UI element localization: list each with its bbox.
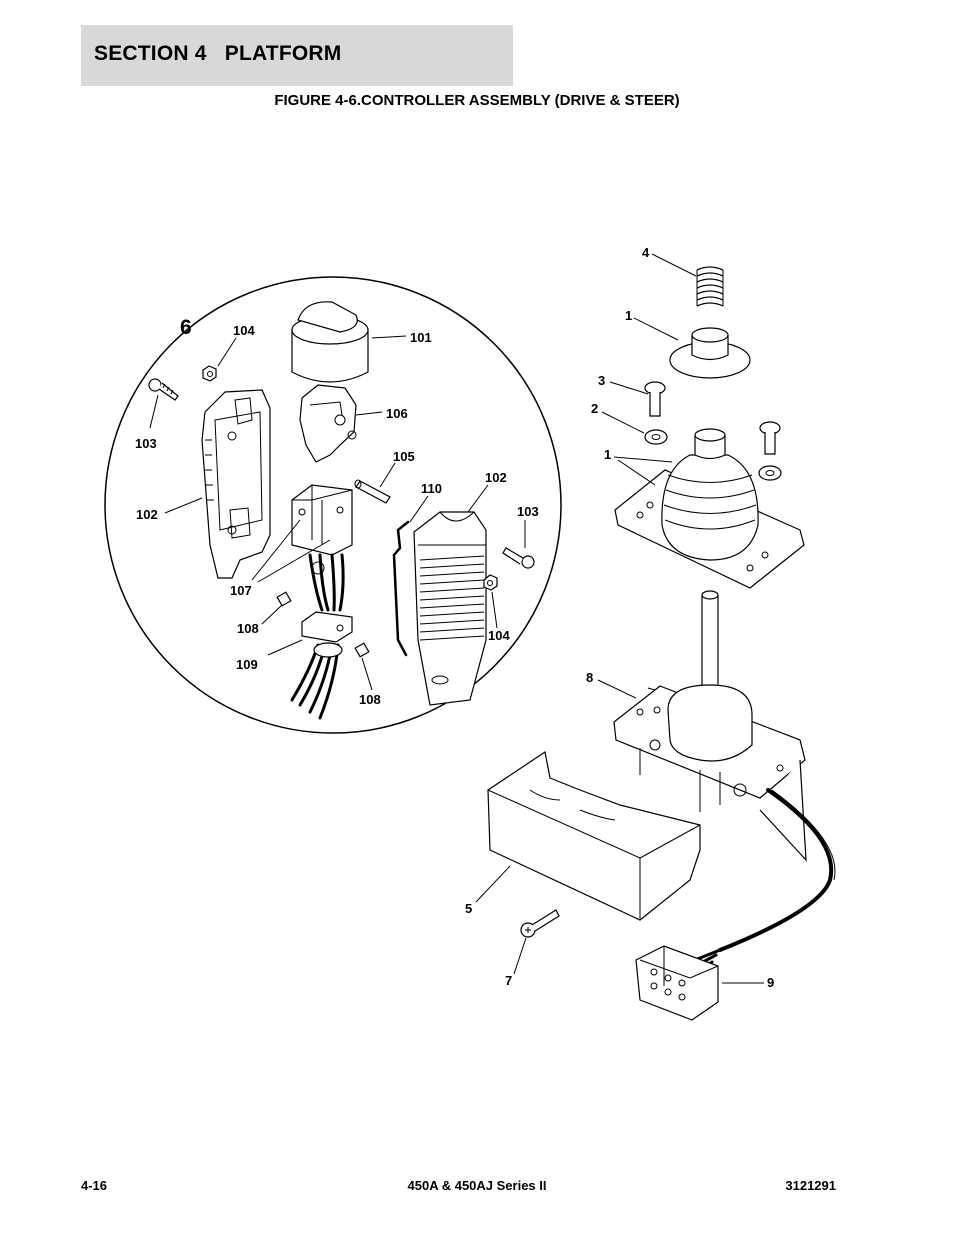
- clip-part: [392, 520, 410, 657]
- wire-bundle-lower: [290, 643, 340, 720]
- cover-part: [487, 750, 701, 921]
- callout-102-right: 102: [485, 470, 507, 485]
- screw-part-right-2: [758, 421, 782, 481]
- housing-left-part: [201, 389, 271, 579]
- callout-5: 5: [465, 901, 472, 916]
- callout-101: 101: [410, 330, 432, 345]
- wire-bundle: [308, 553, 345, 612]
- callout-103-right: 103: [517, 504, 539, 519]
- callout-107: 107: [230, 583, 252, 598]
- set-screw-part-2: [354, 642, 370, 658]
- model-name: 450A & 450AJ Series II: [407, 1178, 547, 1193]
- spring-part: [696, 266, 724, 307]
- harness-cable: [718, 788, 834, 952]
- callout-104-bottom: 104: [488, 628, 510, 643]
- callout-106: 106: [386, 406, 408, 421]
- nut-part: [202, 365, 217, 382]
- detail-circle: [104, 276, 562, 734]
- set-screw-part: [276, 591, 292, 607]
- callout-8: 8: [586, 670, 593, 685]
- document-number: 3121291: [785, 1178, 836, 1193]
- callout-105: 105: [393, 449, 415, 464]
- nut-part-bottom: [483, 574, 498, 591]
- section-header-bar: SECTION 4 PLATFORM: [81, 25, 513, 86]
- pin-part: [354, 479, 391, 504]
- callout-108: 108: [237, 621, 259, 636]
- boot-plate-part: [614, 428, 805, 589]
- callout-104: 104: [233, 323, 255, 338]
- washer-part: [644, 429, 668, 445]
- switch-part: [291, 484, 353, 575]
- grommet-part: [301, 611, 353, 658]
- page-number: 4-16: [81, 1178, 108, 1193]
- screw-part-7: [520, 909, 560, 938]
- figure-title: FIGURE 4-6.CONTROLLER ASSEMBLY (DRIVE & …: [274, 92, 680, 109]
- knob-part: [291, 301, 369, 383]
- section-title: SECTION 4 PLATFORM: [94, 42, 342, 65]
- callout-1-lower: 1: [604, 447, 611, 462]
- housing-right-part: [413, 511, 487, 706]
- callout-110: 110: [421, 481, 442, 496]
- screw-part: [148, 378, 179, 401]
- screw-part-3: [644, 381, 666, 417]
- callout-detail: 6: [180, 316, 192, 339]
- callout-7: 7: [505, 973, 512, 988]
- callout-2: 2: [591, 401, 598, 416]
- gimbal-base-part: [613, 590, 807, 862]
- boot-cap-part: [669, 327, 751, 379]
- screw-part-right: [502, 547, 535, 569]
- leader-lines: [149, 253, 764, 984]
- callout-109: 109: [236, 657, 258, 672]
- callout-3: 3: [598, 373, 605, 388]
- callout-103: 103: [135, 436, 157, 451]
- callout-1: 1: [625, 308, 632, 323]
- callout-108-bottom: 108: [359, 692, 381, 707]
- callout-4: 4: [642, 245, 650, 260]
- callout-102: 102: [136, 507, 158, 522]
- bracket-part: [299, 384, 357, 463]
- callout-9: 9: [767, 975, 774, 990]
- connector-part: [635, 945, 719, 1021]
